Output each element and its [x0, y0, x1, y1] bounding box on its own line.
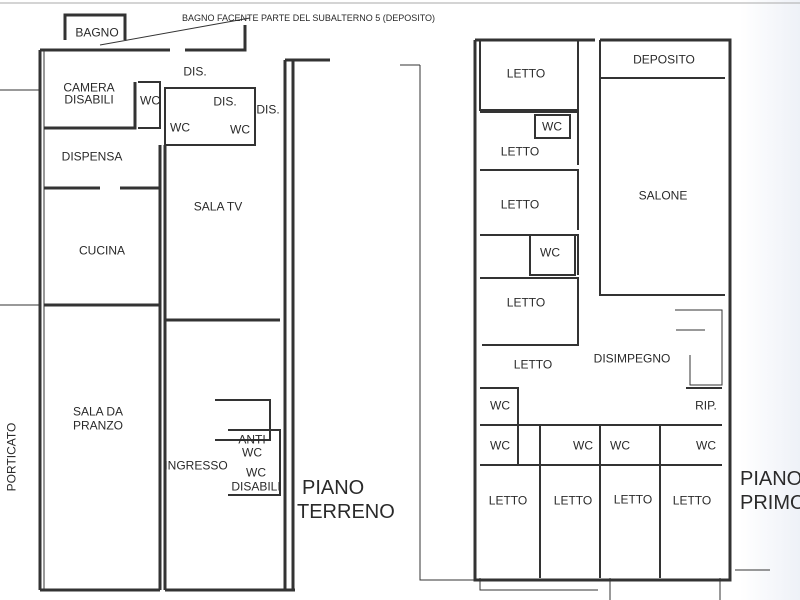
room-sala-tv: SALA TV: [193, 199, 243, 214]
room-anti: ANTI: [238, 432, 266, 447]
room-wc: WC: [230, 122, 250, 137]
room-wc-disabili-2: DISABILI: [231, 479, 281, 494]
room-letto: LETTO: [672, 493, 712, 508]
room-porticato: PORTICATO: [4, 422, 19, 492]
room-salone: SALONE: [638, 188, 688, 203]
scan-shading: [740, 0, 800, 600]
room-letto: LETTO: [513, 357, 553, 372]
room-ripostiglio: RIP.: [695, 398, 717, 413]
room-letto: LETTO: [553, 493, 593, 508]
room-deposito: DEPOSITO: [633, 52, 695, 67]
room-camera: CAMERA: [63, 80, 115, 95]
room-disimpegno: DISIMPEGNO: [593, 351, 671, 366]
room-sala-da-pranzo: SALA DA: [72, 404, 124, 419]
room-wc: WC: [170, 120, 190, 135]
room-letto: LETTO: [506, 66, 546, 81]
title-terreno: TERRENO: [297, 501, 395, 523]
title-piano: PIANO: [740, 468, 800, 490]
room-letto: LETTO: [506, 295, 546, 310]
room-ingresso: INGRESSO: [164, 458, 228, 473]
room-bagno: BAGNO: [75, 25, 119, 40]
room-wc: WC: [696, 438, 716, 453]
title-piano: PIANO: [302, 477, 365, 499]
room-dis: DIS.: [213, 94, 237, 109]
room-wc-disabili: WC: [246, 465, 266, 480]
room-letto: LETTO: [613, 492, 653, 507]
room-dis: DIS.: [256, 102, 280, 117]
room-letto: LETTO: [500, 197, 540, 212]
annotation-note: BAGNO FACENTE PARTE DEL SUBALTERNO 5 (DE…: [182, 13, 436, 23]
room-letto: LETTO: [500, 144, 540, 159]
room-wc: WC: [140, 93, 160, 108]
room-wc: WC: [490, 438, 510, 453]
room-wc: WC: [490, 398, 510, 413]
room-wc: WC: [610, 438, 630, 453]
room-dis: DIS.: [183, 64, 207, 79]
room-wc: WC: [540, 245, 560, 260]
room-anti-wc: WC: [242, 445, 262, 460]
room-sala-da-pranzo-2: PRANZO: [72, 418, 124, 433]
room-wc: WC: [573, 438, 593, 453]
room-letto: LETTO: [488, 493, 528, 508]
room-camera-disabili: DISABILI: [64, 92, 114, 107]
room-wc: WC: [542, 119, 562, 134]
title-primo: PRIMO: [740, 492, 800, 514]
room-cucina: CUCINA: [78, 243, 126, 258]
room-dispensa: DISPENSA: [61, 149, 123, 164]
